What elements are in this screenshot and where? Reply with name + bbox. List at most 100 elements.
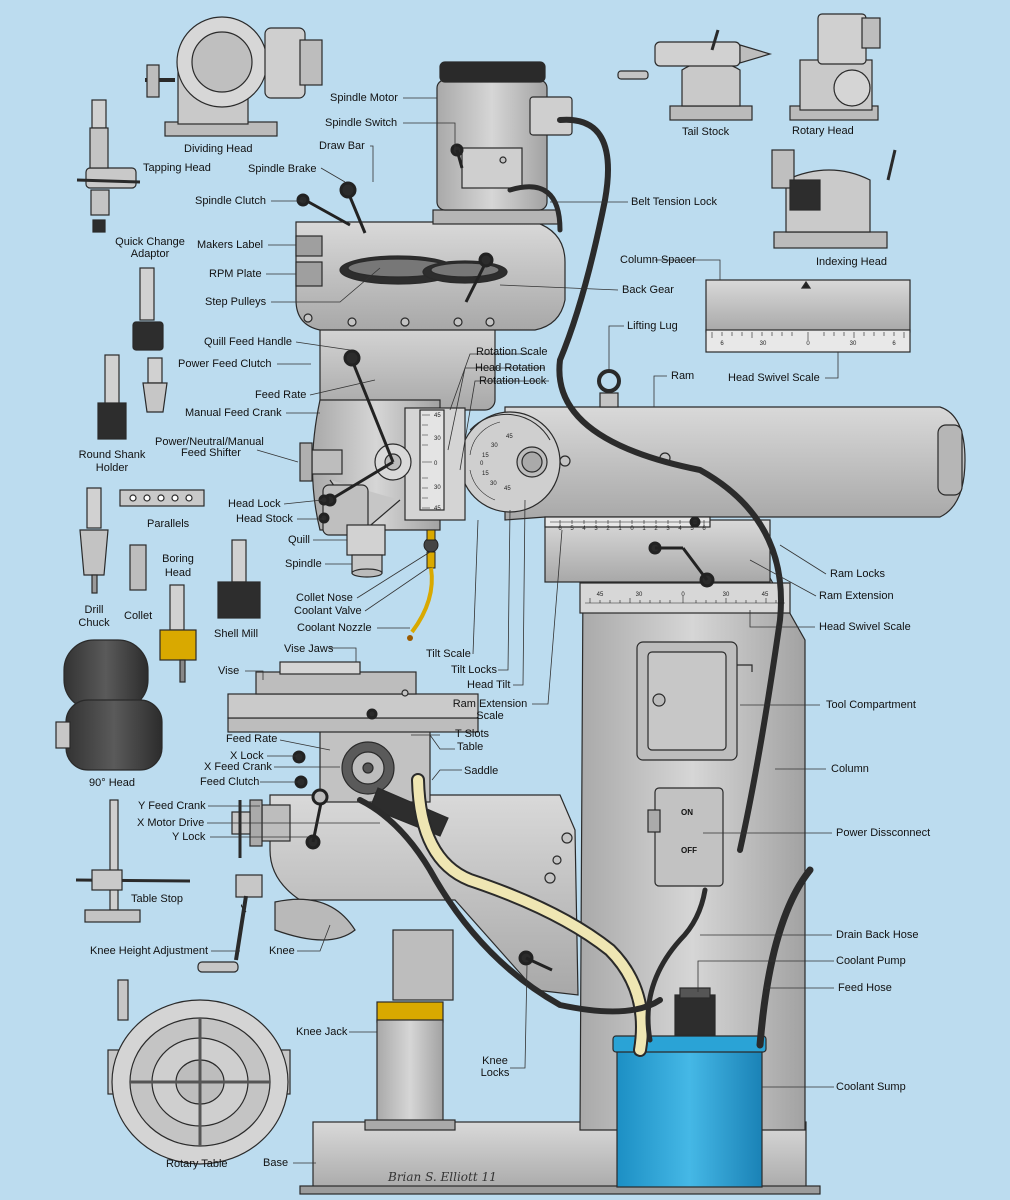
label-knee-height-adjustment: Knee Height Adjustment <box>90 945 209 957</box>
lifting-lug <box>597 369 621 393</box>
label-vise: Vise <box>218 665 240 677</box>
hs-tick-1: 30 <box>636 592 643 598</box>
label-spindle-switch: Spindle Switch <box>325 117 398 129</box>
collet <box>129 544 147 591</box>
label-back-gear: Back Gear <box>622 284 674 296</box>
spindle-switch <box>461 147 523 189</box>
tilt-tick-3: 30 <box>434 485 441 491</box>
label-coolant-nozzle: Coolant Nozzle <box>297 622 372 634</box>
label-tilt-scale: Tilt Scale <box>426 648 471 660</box>
column-spacer <box>705 279 911 333</box>
label-y-lock: Y Lock <box>172 831 206 843</box>
label-table-stop: Table Stop <box>131 893 183 905</box>
quill <box>346 524 386 556</box>
label-rpm-plate: RPM Plate <box>209 268 262 280</box>
label-draw-bar: Draw Bar <box>319 140 365 152</box>
re-tick-8: 2 <box>654 526 658 532</box>
cs-tick-1: 30 <box>760 341 767 347</box>
label-feed-shifter: Feed Shifter <box>181 447 241 459</box>
label-column: Column <box>831 763 869 775</box>
label-head-stock: Head Stock <box>236 513 293 525</box>
rpm-plate <box>295 261 323 287</box>
vise <box>255 671 417 695</box>
drain-back-hose <box>645 887 708 1043</box>
rot-tick-0: 45 <box>506 434 513 440</box>
head-swivel-scale-column <box>579 582 791 614</box>
label-step-pulleys: Step Pulleys <box>205 296 267 308</box>
re-tick-11: 5 <box>690 526 694 532</box>
re-tick-6: 0 <box>630 526 634 532</box>
boring-head <box>159 629 197 661</box>
label-belt-tension-lock: Belt Tension Lock <box>631 196 718 208</box>
label-x-feed-crank: X Feed Crank <box>204 761 272 773</box>
label-feed-rate-lower: Feed Rate <box>226 733 278 745</box>
label-ram-extension: Ram Extension <box>819 590 894 602</box>
ram <box>504 406 966 521</box>
label-power-feed-clutch: Power Feed Clutch <box>178 358 272 370</box>
rot-tick-6: 45 <box>504 486 511 492</box>
rot-tick-2: 15 <box>482 453 489 459</box>
label-rotation-scale: Rotation Scale <box>476 346 548 358</box>
re-tick-7: 1 <box>642 526 646 532</box>
quick-change-tool <box>139 267 155 321</box>
coolant-pump <box>674 994 716 1036</box>
label-knee-jack: Knee Jack <box>296 1026 348 1038</box>
switch-off-text: OFF <box>681 846 697 855</box>
motor-cable <box>507 184 563 233</box>
rot-tick-1: 30 <box>491 443 498 449</box>
table <box>227 717 479 733</box>
label-x-lock: X Lock <box>230 750 264 762</box>
label-drill-chuck-1: Drill <box>84 604 104 616</box>
rot-tick-3: 0 <box>480 461 484 467</box>
feed-hose <box>756 866 814 1049</box>
power-cable <box>556 116 784 853</box>
tilt-tick-2: 0 <box>434 461 438 467</box>
re-tick-3: 3 <box>594 526 598 532</box>
label-knee-locks-2: Locks <box>480 1067 510 1079</box>
tilt-tick-1: 30 <box>434 436 441 442</box>
tilt-tick-0: 45 <box>434 413 441 419</box>
head-swivel-ticks <box>585 596 785 604</box>
hs-tick-2: 0 <box>681 592 685 598</box>
label-lifting-lug: Lifting Lug <box>627 320 678 332</box>
cs-tick-2: 0 <box>806 341 810 347</box>
hs-tick-0: 45 <box>597 592 604 598</box>
label-coolant-valve: Coolant Valve <box>294 605 362 617</box>
artist-signature: Brian S. Elliott 11 <box>388 1170 497 1184</box>
label-ram-extension-scale-2: Scale <box>476 710 504 722</box>
label-spindle-brake: Spindle Brake <box>248 163 317 175</box>
vise-jaws <box>279 661 361 675</box>
label-tool-compartment: Tool Compartment <box>826 699 916 711</box>
label-head-tilt: Head Tilt <box>467 679 511 691</box>
label-boring-head-2: Head <box>164 567 192 579</box>
label-quill-feed-handle: Quill Feed Handle <box>204 336 293 348</box>
label-table: Table <box>457 741 484 753</box>
label-head-swivel-scale-right: Head Swivel Scale <box>819 621 911 633</box>
coolant-nozzle <box>410 567 434 634</box>
head-rotation-lever <box>464 261 488 303</box>
label-spindle-motor: Spindle Motor <box>330 92 398 104</box>
label-ram-extension-scale-1: Ram Extension <box>452 698 528 710</box>
label-column-spacer: Column Spacer <box>620 254 696 266</box>
tilt-tick-4: 45 <box>434 506 441 512</box>
quill-feed-handle <box>350 359 395 463</box>
makers-label-plate <box>295 235 323 257</box>
hs-tick-3: 30 <box>723 592 730 598</box>
label-tilt-locks: Tilt Locks <box>451 664 498 676</box>
label-spindle: Spindle <box>285 558 322 570</box>
re-tick-9: 3 <box>666 526 670 532</box>
label-x-motor-drive: X Motor Drive <box>137 817 205 829</box>
label-round-shank-holder-1: Round Shank <box>78 449 146 461</box>
knee-jack <box>376 1019 444 1126</box>
label-drain-back-hose: Drain Back Hose <box>836 929 919 941</box>
label-coolant-sump: Coolant Sump <box>836 1081 906 1093</box>
label-drill-chuck-2: Chuck <box>78 617 110 629</box>
label-quick-change-adaptor-1: Quick Change <box>115 236 185 248</box>
label-feed-rate-upper: Feed Rate <box>255 389 307 401</box>
switch-on-text: ON <box>681 808 693 817</box>
re-tick-12: 6 <box>702 526 706 532</box>
cs-tick-3: 30 <box>850 341 857 347</box>
label-parallels: Parallels <box>147 518 190 530</box>
